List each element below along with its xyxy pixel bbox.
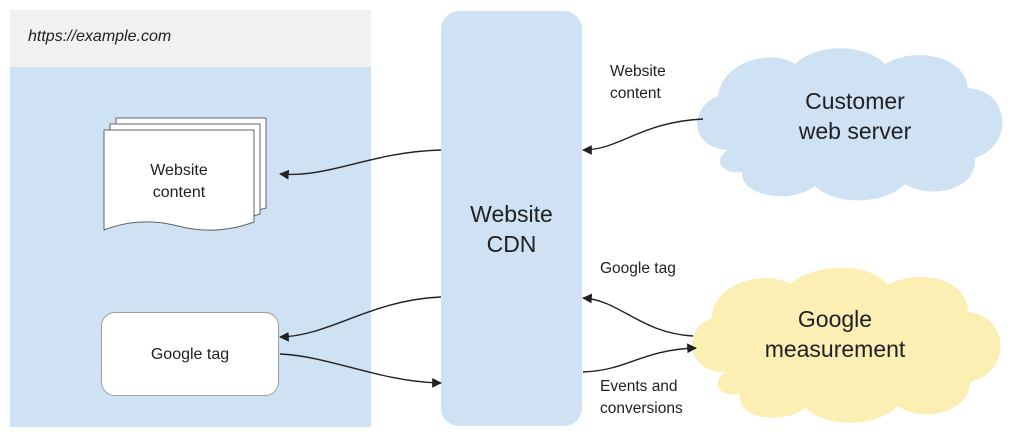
customer-server-label: Customer web server xyxy=(798,88,912,144)
cdn-label: Website CDN xyxy=(470,201,553,257)
google-tag-label: Google tag xyxy=(150,346,230,363)
cdn-box: Website CDN xyxy=(441,11,582,426)
arrow-cdn-to-measurement xyxy=(582,343,697,373)
label-events-conversions: Events and conversions xyxy=(600,378,683,417)
customer-server-cloud xyxy=(697,48,1003,201)
document-stack-icon xyxy=(103,117,267,231)
url-bar: https://example.com xyxy=(10,10,371,67)
google-measurement-label: Google measurement xyxy=(764,306,906,362)
label-website-content: Website content xyxy=(610,63,666,102)
arrow-cdn-to-google-tag xyxy=(279,296,442,342)
document-label: Website content xyxy=(150,162,208,201)
arrow-measurement-to-cdn xyxy=(582,293,694,337)
arrow-google-tag-to-cdn xyxy=(279,353,442,388)
label-google-tag: Google tag xyxy=(600,260,676,277)
google-tag-box: Google tag xyxy=(101,312,279,396)
arrow-server-to-cdn xyxy=(582,118,704,155)
cloud-shape xyxy=(692,267,1001,423)
google-measurement-cloud xyxy=(692,267,1001,423)
arrow-cdn-to-document xyxy=(279,149,442,180)
cloud-shape xyxy=(697,48,1003,201)
url-text: https://example.com xyxy=(28,28,172,45)
